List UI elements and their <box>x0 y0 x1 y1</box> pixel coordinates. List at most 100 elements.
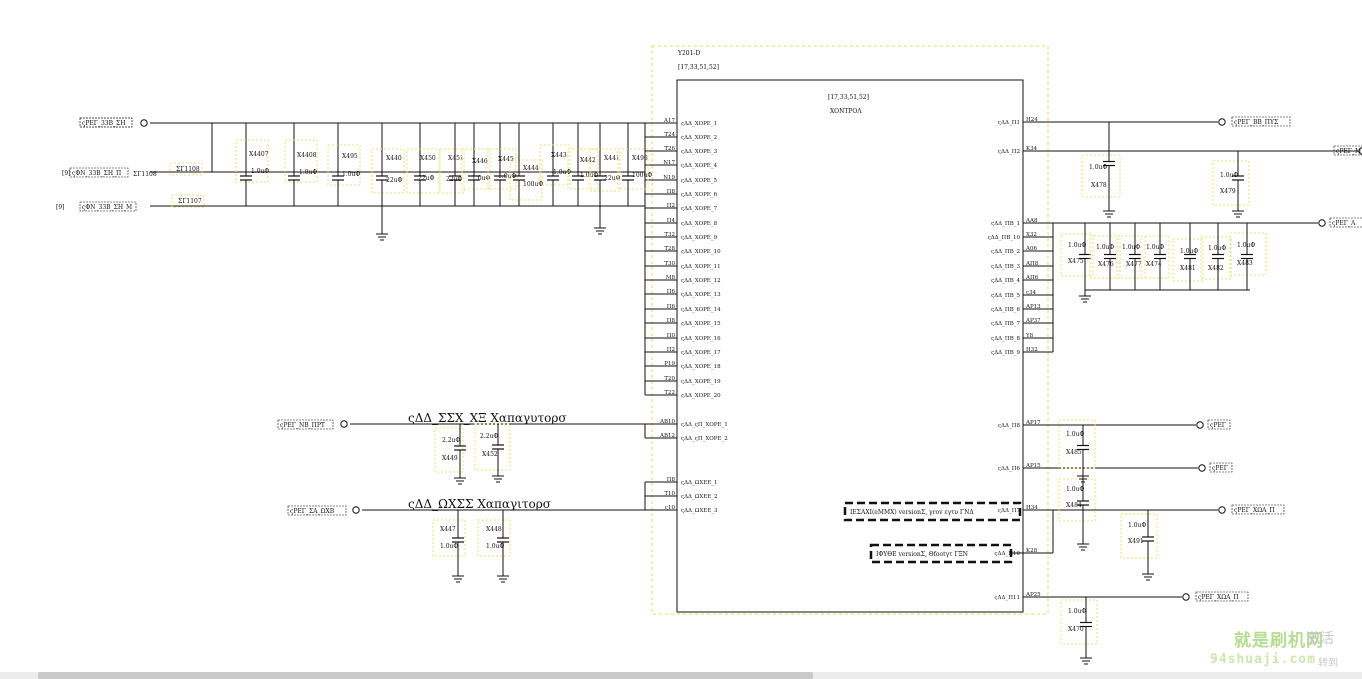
pin-pad: Π8 <box>667 189 676 195</box>
capacitor-highlight <box>439 148 465 194</box>
capacitor: X485 1.0uΦ <box>1058 419 1096 470</box>
net-label-box <box>79 201 137 212</box>
capacitor-ref: X479 <box>1220 188 1236 195</box>
capacitor-highlight <box>235 139 269 183</box>
capacitor-value: 1.0uΦ <box>1237 242 1255 249</box>
pin-pad: AΠ8 <box>1025 261 1039 267</box>
pin-pad: P19 <box>664 361 675 367</box>
pin-name: ςΔΔ_ΩXEE_2 <box>681 494 718 500</box>
capacitor-ref: X475 <box>1068 258 1084 265</box>
capacitor-highlight <box>567 148 599 190</box>
net-chevron-double: ΣΓ1108 <box>133 171 157 178</box>
capacitor-value: 1.0uΦ <box>1066 431 1084 438</box>
pin-name: ςΔΔ_XOPE_4 <box>681 163 718 169</box>
net-label-box <box>1209 462 1233 473</box>
capacitor-value: 1.0uΦ <box>1068 608 1086 615</box>
pin-name: ςΔΔ_XOPE_14 <box>681 307 721 313</box>
fuse-ref: ΣΓ1108 <box>176 166 200 173</box>
capacitor-highlight <box>1060 599 1098 645</box>
pin-name: ςΔΔ_XOPE_15 <box>681 321 721 327</box>
pin-pad: Π6 <box>667 304 676 310</box>
net-label-box <box>1329 217 1362 228</box>
pin-name: ςΔΔ_XOPE_6 <box>681 192 718 198</box>
net-label-box <box>1207 419 1231 430</box>
scrollbar-thumb[interactable] <box>38 672 813 679</box>
pin-name: ςΔΔ_ΩXEE_3 <box>681 508 718 514</box>
pin-pad: Π6 <box>667 289 676 295</box>
pin-name: ςΔΔ_Π8 <box>998 423 1021 429</box>
capacitor-value: 1.0uΦ <box>1122 244 1140 251</box>
pin-name: ςΔΔ_XOPE_5 <box>681 178 718 184</box>
pin-name: ςΔΔ_ΠB_6 <box>991 307 1020 313</box>
capacitor-ref: X446 <box>472 158 488 165</box>
net-terminal <box>1218 506 1226 514</box>
pin-pad: Π8 <box>667 477 676 483</box>
net-label-box <box>1333 145 1362 156</box>
pin-pad: M8 <box>666 275 676 281</box>
pin-name: ςΔΔ_Π1 <box>998 120 1020 126</box>
pin-name: ςΔΔ_XOPE_20 <box>681 393 721 399</box>
capacitor-value: 1.0uΦ <box>1146 244 1164 251</box>
capacitor-value: 1.0uΦ <box>498 173 516 180</box>
horizontal-scrollbar[interactable] <box>0 672 1362 679</box>
chip-sheets-inner: [17,33,51,52] <box>828 94 869 101</box>
fuse-highlight <box>171 194 205 208</box>
ground-symbols <box>376 205 1244 665</box>
capacitor-ref: X447 <box>440 526 456 533</box>
pin-name: ςΔΔ_Π6 <box>998 466 1021 472</box>
top-capacitor-bank: X44071.0uΦX44081.0uΦX4951.0uΦX44022uΦX45… <box>235 139 652 206</box>
pin-pad: Π2 <box>667 203 675 209</box>
capacitor-value: 22uΦ <box>604 175 620 182</box>
net-label: ςΡΕΓ_ΧΩΑ_Π <box>1198 594 1239 601</box>
capacitor-highlight <box>509 159 543 201</box>
pin-name: ςΔΔ_XOPE_18 <box>681 364 721 370</box>
pin-pad: N19 <box>663 175 675 181</box>
capacitor-ref: X481 <box>1180 265 1196 272</box>
capacitor-ref: X485 <box>1066 449 1082 456</box>
net-label-box <box>69 167 129 178</box>
net-label: ςΡΕΓ_Μ <box>1336 148 1361 155</box>
net-label: ςΡΕΓ_ΣΑ_ΩΧΒ <box>290 508 335 515</box>
net-label: ςΡΕΓ_33Β_ΣΗ <box>82 120 125 127</box>
capacitor-ref: X484 <box>1066 502 1082 509</box>
pin-name: ςΔΔ_ΠB_9 <box>991 350 1020 356</box>
pin-name: ςΔΔ_ΠB_8 <box>991 336 1020 342</box>
net-terminal <box>1198 464 1206 472</box>
pin-pad: T22 <box>664 390 675 396</box>
capacitor-highlight <box>1140 235 1170 279</box>
capacitor-ref: X450 <box>420 155 436 162</box>
net-terminal <box>1218 118 1226 126</box>
capacitor-ref: X4408 <box>297 152 317 159</box>
net-terminal <box>352 506 360 514</box>
note-box <box>869 543 1013 564</box>
capacitor: X479 1.0uΦ <box>1212 151 1250 206</box>
net-label-box <box>287 505 347 516</box>
net-sheet-ref: [9] <box>56 204 65 211</box>
note-box <box>843 501 1022 522</box>
pin-pad: T24 <box>664 132 675 138</box>
capacitor-highlight <box>406 148 440 194</box>
capacitor-highlight <box>327 144 361 186</box>
pin-name: ςΔΔ_XOPE_19 <box>681 379 721 385</box>
capacitor-highlight <box>1116 235 1146 279</box>
capacitor-value: 100uΦ <box>632 172 652 179</box>
pin-pad: ς10 <box>665 505 676 511</box>
pin-pad: T32 <box>664 232 675 238</box>
capacitor-value: 1.0uΦ <box>1220 172 1238 179</box>
pin-pad: A17 <box>663 118 675 124</box>
group-title: ςΔΔ_ΣΣΧ_ΧΞ Χαπαγυτορσ <box>408 411 567 425</box>
